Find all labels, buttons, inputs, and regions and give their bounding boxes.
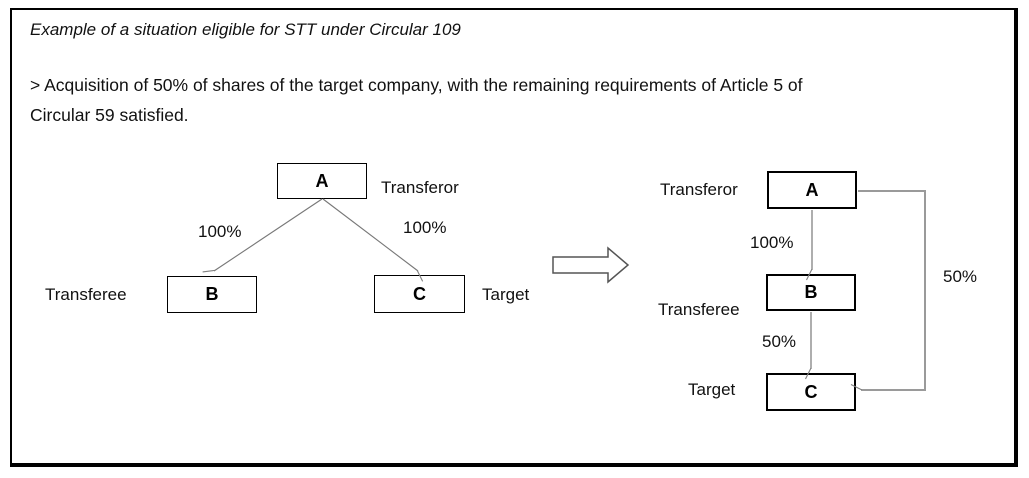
before-node-a: A xyxy=(277,163,367,199)
before-pct-a-to-c: 100% xyxy=(403,218,447,237)
description-line-1: > Acquisition of 50% of shares of the ta… xyxy=(30,75,803,95)
after-node-a-label: A xyxy=(805,179,819,200)
before-node-c: C xyxy=(374,275,465,313)
after-role-transferee: Transferee xyxy=(658,300,740,319)
after-node-c-label: C xyxy=(804,381,818,402)
before-node-c-label: C xyxy=(413,283,426,304)
before-pct-a-to-b: 100% xyxy=(198,222,242,241)
diagram-description: > Acquisition of 50% of shares of the ta… xyxy=(30,70,803,130)
after-node-c: C xyxy=(766,373,856,411)
before-role-transferor: Transferor xyxy=(381,178,459,197)
before-node-a-label: A xyxy=(315,170,329,191)
after-pct-b-to-c: 50% xyxy=(762,332,797,351)
after-pct-a-to-c: 50% xyxy=(943,267,978,286)
after-node-b: B xyxy=(766,274,856,311)
before-role-transferee: Transferee xyxy=(45,285,127,304)
after-pct-a-to-b: 100% xyxy=(750,233,794,252)
before-role-target: Target xyxy=(482,285,530,304)
after-node-a: A xyxy=(767,171,857,209)
after-node-b-label: B xyxy=(804,282,818,302)
diagram-title: Example of a situation eligible for STT … xyxy=(30,20,461,39)
description-line-2: Circular 59 satisfied. xyxy=(30,105,189,125)
after-role-target: Target xyxy=(688,380,736,399)
before-node-b-label: B xyxy=(205,284,219,304)
before-node-b: B xyxy=(167,276,257,313)
after-role-transferor: Transferor xyxy=(660,180,738,199)
